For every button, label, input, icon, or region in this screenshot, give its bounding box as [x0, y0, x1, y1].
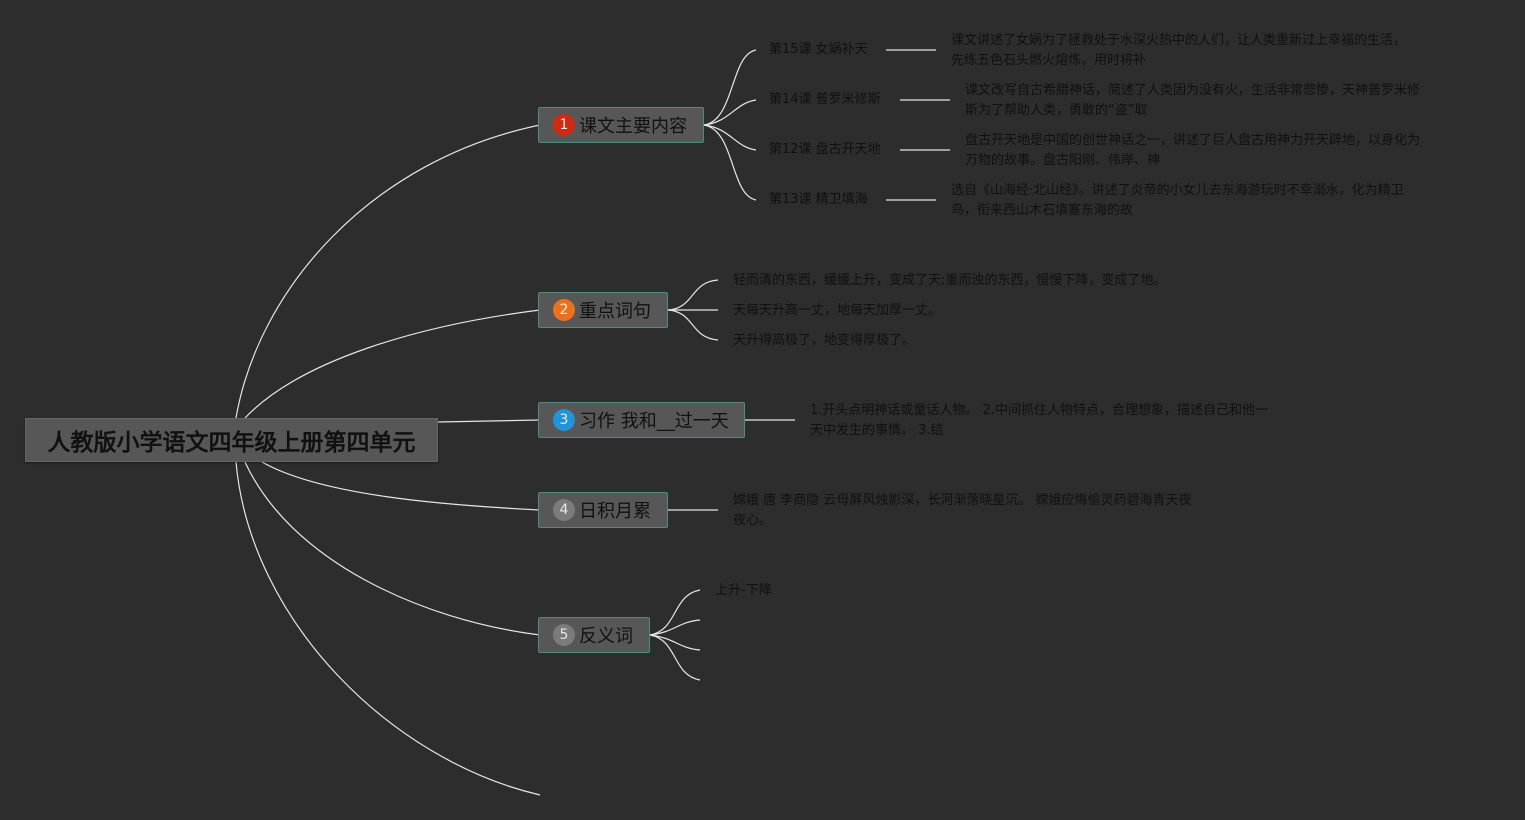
note-line: 鸟，衔来西山木石填塞东海的故	[951, 203, 1134, 218]
note-line: 万物的故事。盘古阳刚、伟岸、神	[965, 153, 1161, 168]
poem-note: 嫦娥 唐 李商隐 云母屏风烛影深，长河渐落晓星沉。 嫦娥应悔偷灵药碧海青天夜 夜…	[733, 491, 1233, 531]
connector-root-branch-4	[261, 461, 541, 511]
root-node[interactable]: 人教版小学语文四年级上册第四单元	[25, 418, 438, 462]
note-line: 天中发生的事情。 3.结	[810, 423, 944, 438]
branch-label: 重点词句	[579, 301, 651, 322]
branch-label: 课文主要内容	[579, 116, 687, 137]
note-line: 课文讲述了女娲为了拯救处于水深火热中的人们，让人类重新过上幸福的生活，	[951, 33, 1407, 48]
writing-note: 1.开头点明神话或童话人物。 2.中间抓住人物特点，合理想象，描述自己和他一 天…	[810, 401, 1310, 441]
lesson-note-15: 课文讲述了女娲为了拯救处于水深火热中的人们，让人类重新过上幸福的生活， 先练五色…	[951, 31, 1451, 71]
connector-b1-l2	[703, 99, 757, 126]
connector-b5-i4	[649, 634, 701, 681]
branch-label: 反义词	[579, 626, 633, 647]
lesson-node-13[interactable]: 第13课 精卫填海	[769, 192, 868, 207]
connector-root-branch-5	[244, 461, 541, 636]
number-2-icon: 2	[553, 299, 575, 321]
root-title: 人教版小学语文四年级上册第四单元	[47, 430, 416, 456]
lesson-node-12[interactable]: 第12课 盘古开天地	[769, 142, 881, 157]
antonym-item[interactable]: 上升-下降	[715, 583, 772, 598]
lesson-note-13: 选自《山海经·北山经》。讲述了炎帝的小女儿去东海游玩时不幸溺水，化为精卫 鸟，衔…	[951, 181, 1451, 221]
lesson-node-14[interactable]: 第14课 普罗米修斯	[769, 92, 881, 107]
note-line: 课文改写自古希腊神话，简述了人类因为没有火，生活非常悲惨，天神普罗米修	[965, 83, 1421, 98]
connector-b1-l1	[703, 49, 757, 126]
note-line: 盘古开天地是中国的创世神话之一，讲述了巨人盘古用神力开天辟地，以身化为	[965, 133, 1421, 148]
connector-b5-i1	[649, 589, 701, 636]
number-4-icon: 4	[553, 499, 575, 521]
connector-b5-i2	[649, 619, 701, 636]
connector-root-branch-2	[244, 309, 541, 419]
sentence-item[interactable]: 天升得高极了，地变得厚极了。	[733, 333, 916, 348]
branch-label: 日积月累	[579, 501, 651, 522]
note-line: 先练五色石头燃火熔炼，用时将补	[951, 53, 1147, 68]
note-line: 1.开头点明神话或童话人物。 2.中间抓住人物特点，合理想象，描述自己和他一	[810, 403, 1268, 418]
branch-node-antonyms[interactable]: 5 反义词	[538, 617, 650, 653]
number-5-icon: 5	[553, 624, 575, 646]
note-line: 嫦娥 唐 李商隐 云母屏风烛影深，长河渐落晓星沉。 嫦娥应悔偷灵药碧海青天夜	[733, 493, 1192, 508]
branch-node-daily-accumulation[interactable]: 4 日积月累	[538, 492, 668, 528]
connector-b1-l3	[703, 124, 757, 151]
number-3-icon: 3	[553, 409, 575, 431]
note-line: 斯为了帮助人类，勇敢的“盗”取	[965, 103, 1148, 118]
note-line: 选自《山海经·北山经》。讲述了炎帝的小女儿去东海游玩时不幸溺水，化为精卫	[951, 183, 1404, 198]
connector-b2-i3	[667, 309, 719, 341]
branch-label: 习作 我和__过一天	[579, 411, 729, 432]
lesson-note-12: 盘古开天地是中国的创世神话之一，讲述了巨人盘古用神力开天辟地，以身化为 万物的故…	[965, 131, 1465, 171]
number-1-icon: 1	[553, 114, 575, 136]
connector-root-branch-1	[235, 124, 541, 419]
branch-node-key-sentences[interactable]: 2 重点词句	[538, 292, 668, 328]
connector-root-extra	[235, 461, 541, 796]
branch-node-main-content[interactable]: 1 课文主要内容	[538, 107, 704, 143]
lesson-node-15[interactable]: 第15课 女娲补天	[769, 42, 868, 57]
note-line: 夜心。	[733, 513, 773, 528]
connector-b2-i1	[667, 279, 719, 311]
connector-root-branch-3	[437, 419, 541, 423]
sentence-item[interactable]: 轻而清的东西，缓缓上升，变成了天;重而浊的东西，慢慢下降，变成了地。	[733, 273, 1167, 288]
connector-b1-l4	[703, 124, 757, 201]
lesson-note-14: 课文改写自古希腊神话，简述了人类因为没有火，生活非常悲惨，天神普罗米修 斯为了帮…	[965, 81, 1465, 121]
branch-node-writing[interactable]: 3 习作 我和__过一天	[538, 402, 745, 438]
sentence-item[interactable]: 天每天升高一丈，地每天加厚一丈。	[733, 303, 942, 318]
